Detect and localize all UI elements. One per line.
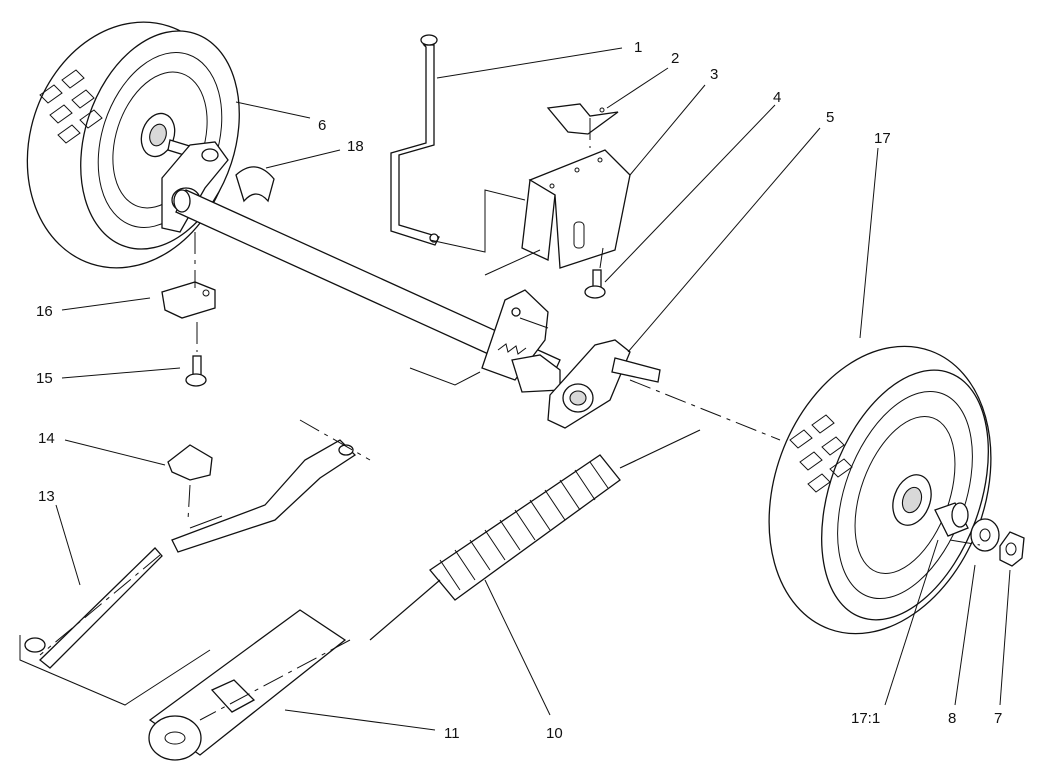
screw-part-15	[185, 355, 207, 387]
bushing-part-17-1	[934, 502, 969, 537]
screw-part-4	[584, 269, 606, 299]
handle-rod-part-13	[24, 547, 163, 669]
callout-3: 3	[710, 66, 718, 83]
callout-18: 18	[347, 138, 364, 155]
callout-17-1: 17:1	[851, 710, 880, 727]
washer-part-8	[970, 518, 1000, 552]
callout-4: 4	[773, 89, 781, 106]
callout-11: 11	[444, 725, 460, 742]
callout-1: 1	[634, 39, 642, 56]
callout-15: 15	[36, 370, 53, 387]
callout-13: 13	[38, 488, 55, 505]
rod-part-1	[390, 34, 440, 246]
grip-part-11	[148, 609, 347, 761]
callout-2: 2	[671, 50, 679, 67]
callout-14: 14	[38, 430, 55, 447]
callout-8: 8	[948, 710, 956, 727]
left-wheel	[26, 21, 240, 269]
callout-10: 10	[546, 725, 563, 742]
right-wheel-tread	[789, 414, 853, 493]
lever-arm	[171, 439, 357, 553]
right-wheel	[768, 345, 992, 635]
callout-6: 6	[318, 117, 326, 134]
callout-7: 7	[994, 710, 1002, 727]
clip-part-18	[235, 166, 275, 203]
callout-17: 17	[874, 130, 891, 147]
callout-5: 5	[826, 109, 834, 126]
block-part-16	[161, 281, 216, 319]
leader-lines	[55, 47, 1011, 731]
clip-part-14	[167, 444, 213, 481]
bracket-part-3	[521, 149, 631, 269]
callout-16: 16	[36, 303, 53, 320]
right-hub-plate	[511, 339, 661, 429]
clip-part-2	[546, 103, 619, 135]
spring-part-10	[369, 429, 701, 641]
callout-labels: 1 2 3 4 5 6 18 17 16 15 14 13 11 10 17:1…	[36, 39, 1002, 742]
nut-part-7	[999, 531, 1025, 567]
left-wheel-tread	[39, 69, 103, 144]
assembly-lines	[19, 118, 981, 721]
